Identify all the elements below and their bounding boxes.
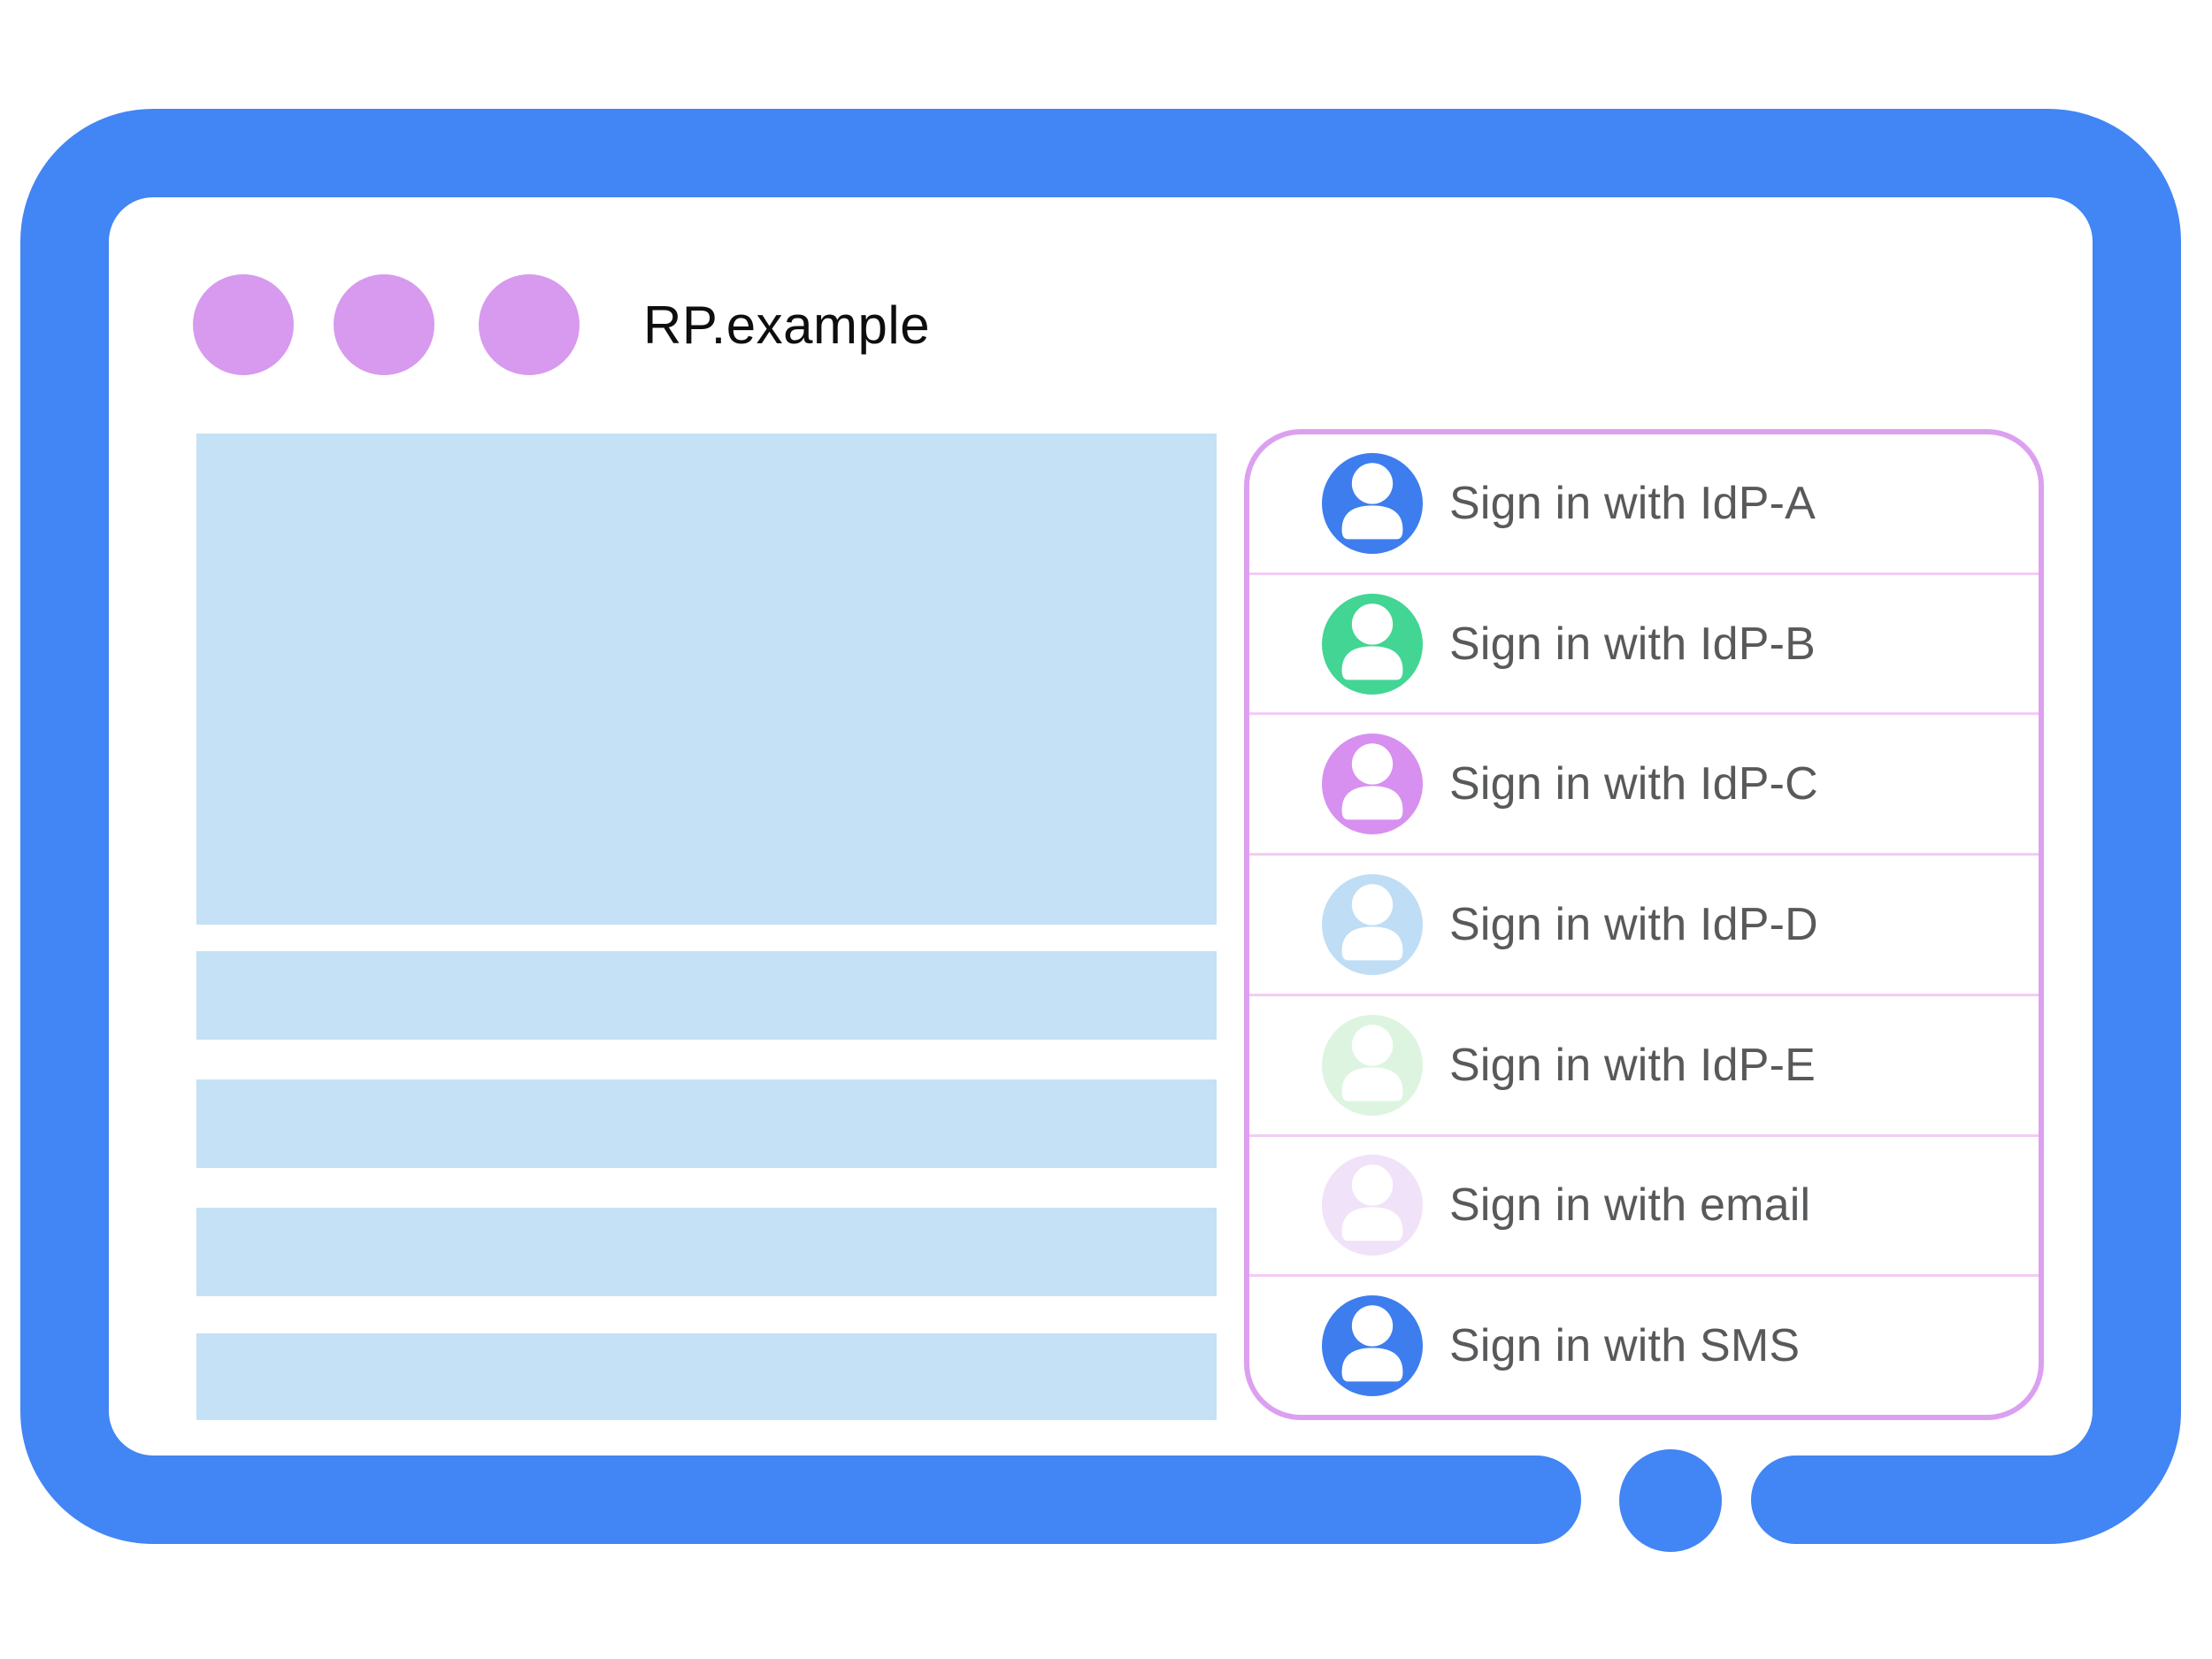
- signin-option-idp-d[interactable]: Sign in with IdP-D: [1249, 853, 2039, 994]
- window-control-dot-1[interactable]: [193, 274, 294, 375]
- signin-option-idp-b[interactable]: Sign in with IdP-B: [1249, 572, 2039, 713]
- signin-option-label: Sign in with IdP-B: [1449, 618, 1816, 670]
- page-title: RP.example: [643, 296, 931, 355]
- person-avatar-icon: [1322, 1014, 1423, 1116]
- signin-option-idp-a[interactable]: Sign in with IdP-A: [1249, 434, 2039, 572]
- signin-option-idp-c[interactable]: Sign in with IdP-C: [1249, 712, 2039, 853]
- signin-option-label: Sign in with IdP-C: [1449, 758, 1818, 810]
- person-avatar-icon: [1322, 733, 1423, 835]
- content-placeholder-hero: [196, 434, 1217, 925]
- content-placeholder-bar-1: [196, 951, 1217, 1040]
- signin-option-label: Sign in with IdP-A: [1449, 477, 1816, 529]
- window-control-dot-3[interactable]: [479, 274, 580, 375]
- signin-option-email[interactable]: Sign in with email: [1249, 1133, 2039, 1275]
- person-avatar-icon: [1322, 452, 1423, 554]
- person-avatar-icon: [1322, 1155, 1423, 1256]
- signin-option-idp-e[interactable]: Sign in with IdP-E: [1249, 993, 2039, 1134]
- signin-option-sms[interactable]: Sign in with SMS: [1249, 1274, 2039, 1415]
- signin-option-label: Sign in with email: [1449, 1179, 1811, 1232]
- person-avatar-icon: [1322, 1295, 1423, 1397]
- signin-option-label: Sign in with SMS: [1449, 1320, 1801, 1372]
- person-avatar-icon: [1322, 874, 1423, 976]
- signin-option-label: Sign in with IdP-D: [1449, 899, 1818, 951]
- signin-chooser-panel: Sign in with IdP-A Sign in with IdP-B Si…: [1244, 429, 2044, 1420]
- window-control-dot-2[interactable]: [334, 274, 434, 375]
- signin-option-label: Sign in with IdP-E: [1449, 1039, 1816, 1091]
- content-placeholder-bar-3: [196, 1208, 1217, 1296]
- person-avatar-icon: [1322, 593, 1423, 695]
- content-placeholder-bar-4: [196, 1333, 1217, 1420]
- content-placeholder-bar-2: [196, 1079, 1217, 1168]
- home-button-icon[interactable]: [1619, 1449, 1722, 1552]
